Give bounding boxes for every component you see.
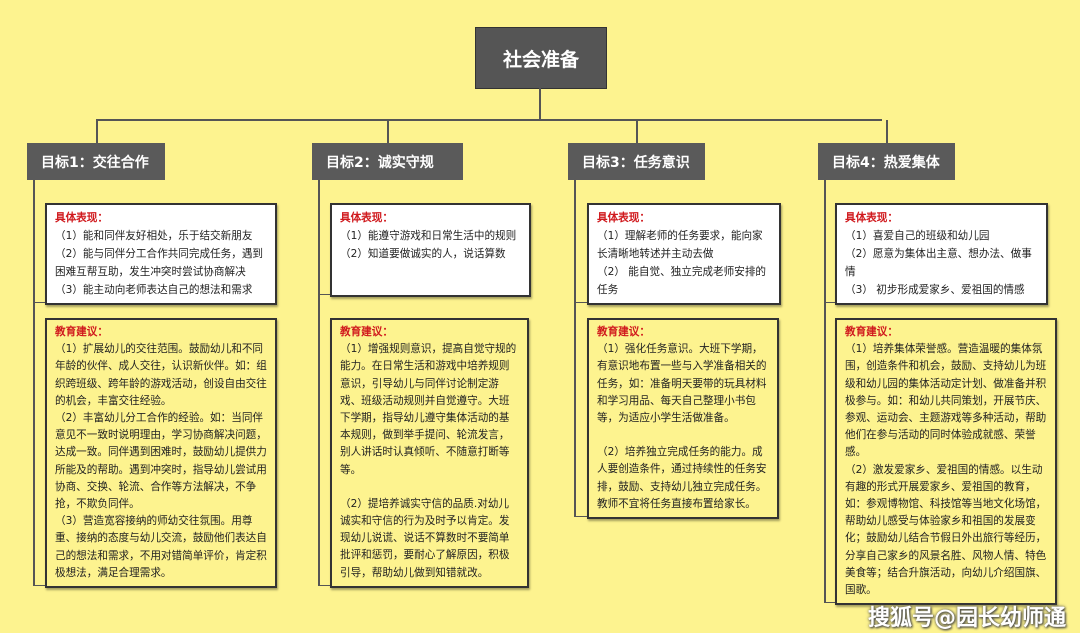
advice-item: （2）丰富幼儿分工合作的经验。如：当同伴意见不一致时说明理由，学习协商解决问题，…	[55, 412, 267, 511]
connector	[574, 180, 576, 516]
connector	[574, 516, 587, 517]
performance-heading: 具体表现：	[340, 212, 393, 224]
advice-box: 教育建议： （1）增强规则意识，提高自觉守规的能力。在日常生活和游戏中培养规则意…	[330, 318, 529, 588]
performance-box: 具体表现： （1）能和同伴友好相处，乐于结交新朋友 （2）能与同伴分工合作共同完成…	[45, 203, 277, 305]
goal-node: 目标2：诚实守规	[312, 143, 463, 180]
advice-heading: 教育建议：	[597, 326, 650, 338]
advice-box: 教育建议： （1）强化任务意识。大班下学期，有意识地布置一些与入学准备相关的任务…	[587, 318, 779, 520]
advice-item: （2）激发爱家乡、爱祖国的情感。以生动有趣的形式开展爱家乡、爱祖国的教育，如：参…	[845, 463, 1047, 597]
advice-item: （1）扩展幼儿的交往范围。鼓励幼儿和不同年龄的伙伴、成人交往，认识新伙伴。如：组…	[55, 343, 267, 407]
advice-item: （1）培养集体荣誉感。营造温暖的集体氛围，创造条件和机会，鼓励、支持幼儿为班级和…	[845, 343, 1047, 459]
connector	[33, 180, 35, 585]
performance-box: 具体表现： （1）能遵守游戏和日常生活中的规则 （2）知道要做诚实的人，说话算数	[330, 203, 531, 297]
watermark: 搜狐号@园长幼师通	[867, 606, 1066, 631]
connector	[574, 302, 587, 303]
performance-item: （2） 能自觉、独立完成老师安排的任务	[597, 266, 767, 296]
performance-box: 具体表现： （1）喜爱自己的班级和幼儿园 （2）愿意为集体出主意、想办法、做事情 （…	[835, 203, 1048, 305]
connector	[824, 602, 835, 603]
connector	[96, 120, 98, 143]
root-node: 社会准备	[475, 27, 607, 89]
advice-item: （1）增强规则意识，提高自觉守规的能力。在日常生活和游戏中培养规则意识，引导幼儿…	[340, 343, 517, 476]
performance-item: （2）愿意为集体出主意、想办法、做事情	[845, 248, 1032, 278]
performance-item: （1）能遵守游戏和日常生活中的规则	[340, 230, 517, 242]
connector	[33, 302, 45, 303]
connector	[824, 180, 826, 602]
performance-heading: 具体表现：	[55, 212, 108, 224]
performance-item: （2）能与同伴分工合作共同完成任务，遇到困难互帮互助，发生冲突时尝试协商解决	[55, 248, 264, 278]
connector	[318, 294, 330, 295]
connector	[886, 120, 888, 143]
advice-item: （3）营造宽容接纳的师幼交往氛围。用尊重、接纳的态度与幼儿交流，鼓励他们表达自己…	[55, 515, 267, 579]
goal-node: 目标3：任务意识	[568, 143, 705, 180]
advice-item	[597, 427, 769, 444]
connector	[33, 585, 45, 586]
performance-item: （1）理解老师的任务要求，能向家长清晰地转述并主动去做	[597, 230, 763, 260]
advice-heading: 教育建议：	[55, 326, 108, 338]
advice-item: （2）提培养诚实守信的品质.对幼儿诚实和守信的行为及时予以肯定。发现幼儿说谎、说…	[340, 497, 510, 579]
advice-item: （1）强化任务意识。大班下学期，有意识地布置一些与入学准备相关的任务，如：准备明…	[597, 343, 767, 425]
connector	[318, 180, 320, 585]
performance-heading: 具体表现：	[845, 212, 898, 224]
performance-item: （3）能主动向老师表达自己的想法和需求	[55, 284, 253, 296]
performance-item: （3） 初步形成爱家乡、爱祖国的情感	[845, 284, 1025, 296]
performance-item: （2）知道要做诚实的人，说话算数	[340, 248, 506, 260]
advice-heading: 教育建议：	[845, 326, 898, 338]
performance-item: （1）喜爱自己的班级和幼儿园	[845, 230, 990, 242]
performance-item: （1）能和同伴友好相处，乐于结交新朋友	[55, 230, 253, 242]
advice-item: （2）培养独立完成任务的能力。成人要创造条件，通过持续性的任务安排，鼓励、支持幼…	[597, 446, 767, 510]
performance-heading: 具体表现：	[597, 212, 650, 224]
connector	[539, 87, 541, 120]
advice-heading: 教育建议：	[340, 326, 393, 338]
connector	[636, 120, 638, 143]
connector	[96, 119, 882, 121]
connector	[387, 120, 389, 143]
advice-item	[340, 479, 519, 496]
performance-box: 具体表现： （1）理解老师的任务要求，能向家长清晰地转述并主动去做 （2） 能自觉…	[587, 203, 781, 305]
connector	[824, 302, 835, 303]
advice-box: 教育建议： （1）培养集体荣誉感。营造温暖的集体氛围，创造条件和机会，鼓励、支持…	[835, 318, 1057, 606]
connector	[318, 585, 330, 586]
goal-node: 目标1：交往合作	[27, 143, 165, 180]
goal-node: 目标4：热爱集体	[818, 143, 955, 180]
advice-box: 教育建议： （1）扩展幼儿的交往范围。鼓励幼儿和不同年龄的伙伴、成人交往，认识新…	[45, 318, 277, 589]
